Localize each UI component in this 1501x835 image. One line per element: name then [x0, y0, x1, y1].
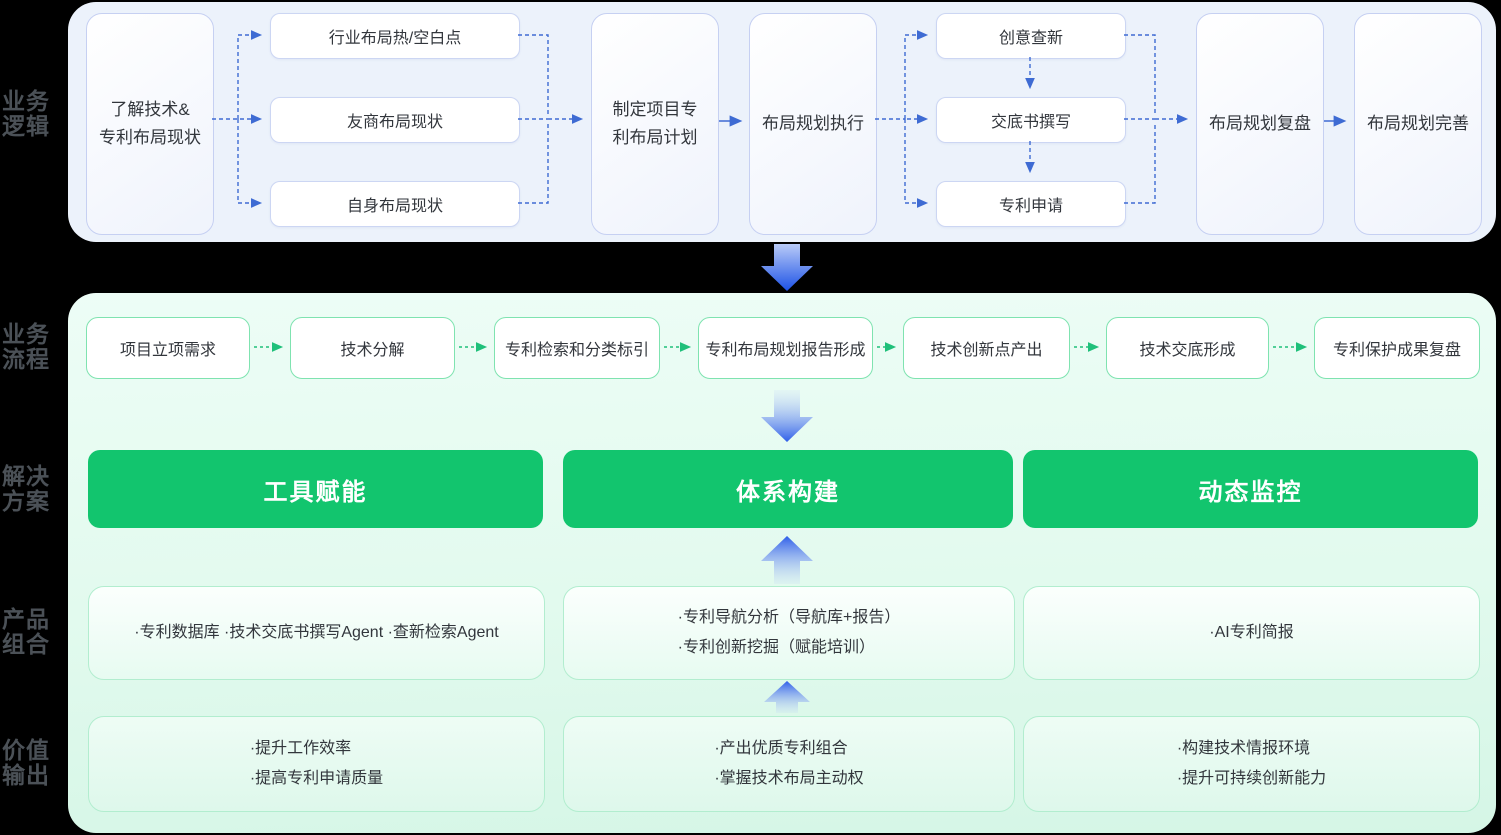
- node-competitor-layout: 友商布局现状: [270, 97, 520, 143]
- row-label-business-flow: 业务 流程: [2, 321, 50, 372]
- node-understand-status: 了解技术& 专利布局现状: [86, 13, 214, 235]
- flow-step-result-review: 专利保护成果复盘: [1314, 317, 1480, 379]
- flow-step-tech-decompose: 技术分解: [290, 317, 455, 379]
- row-label-business-logic: 业务 逻辑: [2, 88, 50, 139]
- node-plan-improve: 布局规划完善: [1354, 13, 1482, 235]
- product-box-system-text: ·专利导航分析（导航库+报告） ·专利创新挖掘（赋能培训）: [677, 608, 901, 656]
- solution-bar-system-build: 体系构建: [563, 450, 1013, 528]
- node-make-plan: 制定项目专 利布局计划: [591, 13, 719, 235]
- product-box-monitor: ·AI专利简报: [1023, 586, 1480, 680]
- flow-step-patent-search: 专利检索和分类标引: [494, 317, 660, 379]
- value-box-system: ·产出优质专利组合 ·掌握技术布局主动权: [563, 716, 1015, 812]
- value-box-tools: ·提升工作效率 ·提高专利申请质量: [88, 716, 545, 812]
- product-box-monitor-text: ·AI专利简报: [1209, 623, 1294, 641]
- solution-bar-tool-enable: 工具赋能: [88, 450, 543, 528]
- flow-step-disclosure-form: 技术交底形成: [1106, 317, 1269, 379]
- product-box-system: ·专利导航分析（导航库+报告） ·专利创新挖掘（赋能培训）: [563, 586, 1015, 680]
- row-label-product: 产品 组合: [2, 606, 50, 657]
- node-self-layout: 自身布局现状: [270, 181, 520, 227]
- product-box-tools-text: ·专利数据库 ·技术交底书撰写Agent ·查新检索Agent: [134, 623, 499, 641]
- value-box-system-text: ·产出优质专利组合 ·掌握技术布局主动权: [714, 739, 864, 787]
- product-box-tools: ·专利数据库 ·技术交底书撰写Agent ·查新检索Agent: [88, 586, 545, 680]
- flow-step-layout-report: 专利布局规划报告形成: [698, 317, 873, 379]
- value-box-tools-text: ·提升工作效率 ·提高专利申请质量: [249, 739, 384, 787]
- row-label-value: 价值 输出: [2, 737, 50, 788]
- node-execute-plan: 布局规划执行: [749, 13, 877, 235]
- node-novelty-search: 创意查新: [936, 13, 1126, 59]
- value-box-monitor: ·构建技术情报环境 ·提升可持续创新能力: [1023, 716, 1480, 812]
- flow-step-project-need: 项目立项需求: [86, 317, 250, 379]
- value-box-monitor-text: ·构建技术情报环境 ·提升可持续创新能力: [1176, 739, 1327, 787]
- node-industry-layout: 行业布局热/空白点: [270, 13, 520, 59]
- node-plan-review: 布局规划复盘: [1196, 13, 1324, 235]
- flow-step-innovation-output: 技术创新点产出: [903, 317, 1070, 379]
- node-patent-apply: 专利申请: [936, 181, 1126, 227]
- panel-transition-down-arrow-icon: [761, 244, 813, 291]
- solution-bar-dynamic-monitor: 动态监控: [1023, 450, 1478, 528]
- node-disclosure-write: 交底书撰写: [936, 97, 1126, 143]
- row-label-solution: 解决 方案: [2, 463, 50, 514]
